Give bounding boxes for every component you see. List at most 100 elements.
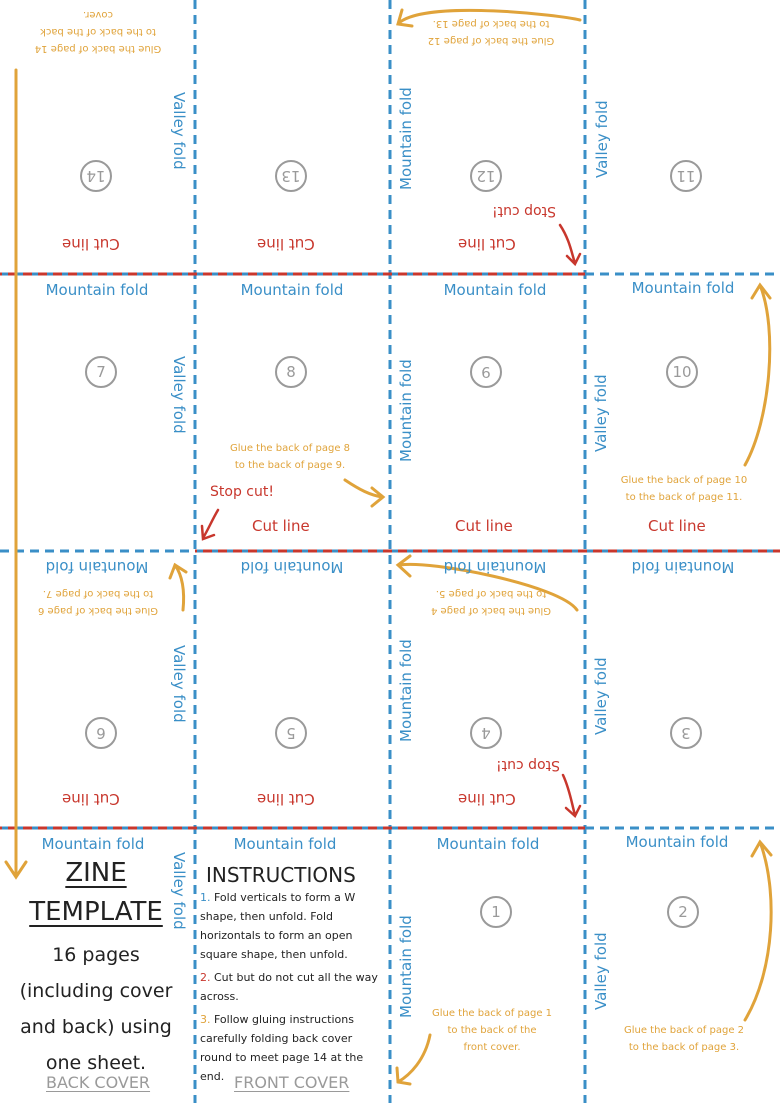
glue-arrow-8 xyxy=(343,478,386,508)
cut-line-label: Cut line xyxy=(252,517,310,535)
glue-line: to the back of the xyxy=(447,1025,537,1036)
step-text: Follow gluing instructions carefully fol… xyxy=(200,1013,364,1083)
glue-line: to the back of page 3. xyxy=(628,1042,740,1053)
glue-line: Glue the back of page 10 xyxy=(620,475,748,486)
glue-note-page-4: Glue the back of page 4 to the back of pa… xyxy=(405,585,577,619)
cut-line-label: Cut line xyxy=(62,235,120,253)
glue-arrow-6 xyxy=(168,562,188,612)
cut-line-label: Cut line xyxy=(648,517,706,535)
stop-cut-label: Stop cut! xyxy=(210,484,274,500)
page-number-2: 2 xyxy=(667,896,699,928)
page-number-9: 9 xyxy=(470,356,502,388)
instructions-heading: INSTRUCTIONS xyxy=(206,863,356,887)
stop-cut-label: Stop cut! xyxy=(492,203,556,219)
glue-arrow-1 xyxy=(395,1033,432,1086)
step-number: 1. xyxy=(200,891,211,904)
mountain-fold-label: Mountain fold xyxy=(631,558,735,576)
mountain-fold-label: Mountain fold xyxy=(397,639,415,742)
glue-arrow-4 xyxy=(395,554,579,612)
page-number-4: 4 xyxy=(470,717,502,749)
glue-note-page-1: Glue the back of page 1 to the back of th… xyxy=(406,1005,578,1056)
mountain-fold-label: Mountain fold xyxy=(397,359,415,462)
mountain-fold-label: Mountain fold xyxy=(443,558,547,576)
page-number-12: 12 xyxy=(470,160,502,192)
zine-title: ZINE xyxy=(65,858,127,888)
page-number-10: 10 xyxy=(666,356,698,388)
glue-note-page-12: Glue the back of page 12 to the back of p… xyxy=(405,15,577,49)
glue-line: to the back of page 7. xyxy=(42,588,154,599)
page-number-1: 1 xyxy=(480,896,512,928)
body-line: one sheet. xyxy=(45,1052,147,1074)
glue-line: Glue the back of page 14 xyxy=(34,43,162,54)
stop-arrow-1 xyxy=(558,223,582,267)
glue-line: Glue the back of page 4 xyxy=(430,605,552,616)
mountain-fold-label: Mountain fold xyxy=(41,835,145,853)
step-number: 2. xyxy=(200,971,211,984)
glue-line: to the back of page 5. xyxy=(435,588,547,599)
glue-note-page-14: Glue the back of page 14 to the back of t… xyxy=(12,6,184,57)
glue-arrow-2 xyxy=(743,839,773,1022)
body-line: (including cover xyxy=(19,980,173,1002)
mountain-fold-label: Mountain fold xyxy=(436,835,540,853)
mountain-fold-label: Mountain fold xyxy=(631,279,735,297)
glue-note-page-2: Glue the back of page 2 to the back of pa… xyxy=(598,1022,770,1056)
valley-fold-label: Valley fold xyxy=(170,356,188,434)
stop-cut-label: Stop cut! xyxy=(496,757,560,773)
glue-line: to the back of the back xyxy=(40,26,156,37)
instruction-step-2: 2. Cut but do not cut all the way across… xyxy=(200,968,380,1006)
front-cover-label: FRONT COVER xyxy=(234,1073,350,1092)
cut-line-label: Cut line xyxy=(257,790,315,808)
glue-line: Glue the back of page 12 xyxy=(427,35,555,46)
instruction-step-1: 1. Fold verticals to form a W shape, the… xyxy=(200,888,380,964)
mountain-fold-label: Mountain fold xyxy=(240,558,344,576)
mountain-fold-label: Mountain fold xyxy=(443,281,547,299)
glue-arrow-back-cover xyxy=(4,68,28,880)
glue-line: to the back of page 9. xyxy=(234,460,346,471)
glue-line: to the back of page 11. xyxy=(625,492,743,503)
body-line: 16 pages xyxy=(52,944,140,966)
stop-arrow-3 xyxy=(561,773,582,819)
valley-fold-label: Valley fold xyxy=(592,932,610,1010)
glue-arrow-10 xyxy=(743,282,772,467)
instruction-step-3: 3. Follow gluing instructions carefully … xyxy=(200,1010,380,1086)
valley-fold-label: Valley fold xyxy=(170,645,188,723)
page-number-7: 7 xyxy=(85,356,117,388)
valley-fold-label: Valley fold xyxy=(592,657,610,735)
template-title: TEMPLATE xyxy=(29,897,163,927)
mountain-fold-label: Mountain fold xyxy=(45,558,149,576)
page-number-5: 5 xyxy=(275,717,307,749)
page-number-6: 6 xyxy=(85,717,117,749)
glue-line: to the back of page 13. xyxy=(432,18,550,29)
page-number-3: 3 xyxy=(670,717,702,749)
page-number-11: 11 xyxy=(670,160,702,192)
glue-note-page-10: Glue the back of page 10 to the back of p… xyxy=(598,472,770,506)
page-number-14: 14 xyxy=(80,160,112,192)
valley-fold-label: Valley fold xyxy=(593,100,611,178)
step-text: Cut but do not cut all the way across. xyxy=(200,971,378,1003)
back-cover-body: 16 pages (including cover and back) usin… xyxy=(0,937,192,1081)
page-number-13: 13 xyxy=(275,160,307,192)
back-cover-label: BACK COVER xyxy=(46,1073,151,1092)
mountain-fold-label: Mountain fold xyxy=(397,87,415,190)
glue-line: front cover. xyxy=(463,1042,521,1053)
cut-line-label: Cut line xyxy=(257,235,315,253)
glue-arrow-12 xyxy=(396,8,582,28)
valley-fold-label: Valley fold xyxy=(170,92,188,170)
mountain-fold-label: Mountain fold xyxy=(45,281,149,299)
step-text: Fold verticals to form a W shape, then u… xyxy=(200,891,356,961)
glue-line: cover. xyxy=(82,9,114,20)
glue-line: Glue the back of page 1 xyxy=(431,1008,553,1019)
mountain-fold-label: Mountain fold xyxy=(240,281,344,299)
body-line: and back) using xyxy=(20,1016,172,1038)
back-cover: ZINE TEMPLATE 16 pages (including cover … xyxy=(0,855,192,1081)
step-number: 3. xyxy=(200,1013,211,1026)
cut-line-label: Cut line xyxy=(455,517,513,535)
glue-line: Glue the back of page 2 xyxy=(623,1025,745,1036)
front-cover-instructions: INSTRUCTIONS 1. Fold verticals to form a… xyxy=(200,862,385,1086)
mountain-fold-label: Mountain fold xyxy=(625,833,729,851)
stop-arrow-2 xyxy=(200,508,220,541)
valley-fold-label: Valley fold xyxy=(592,374,610,452)
